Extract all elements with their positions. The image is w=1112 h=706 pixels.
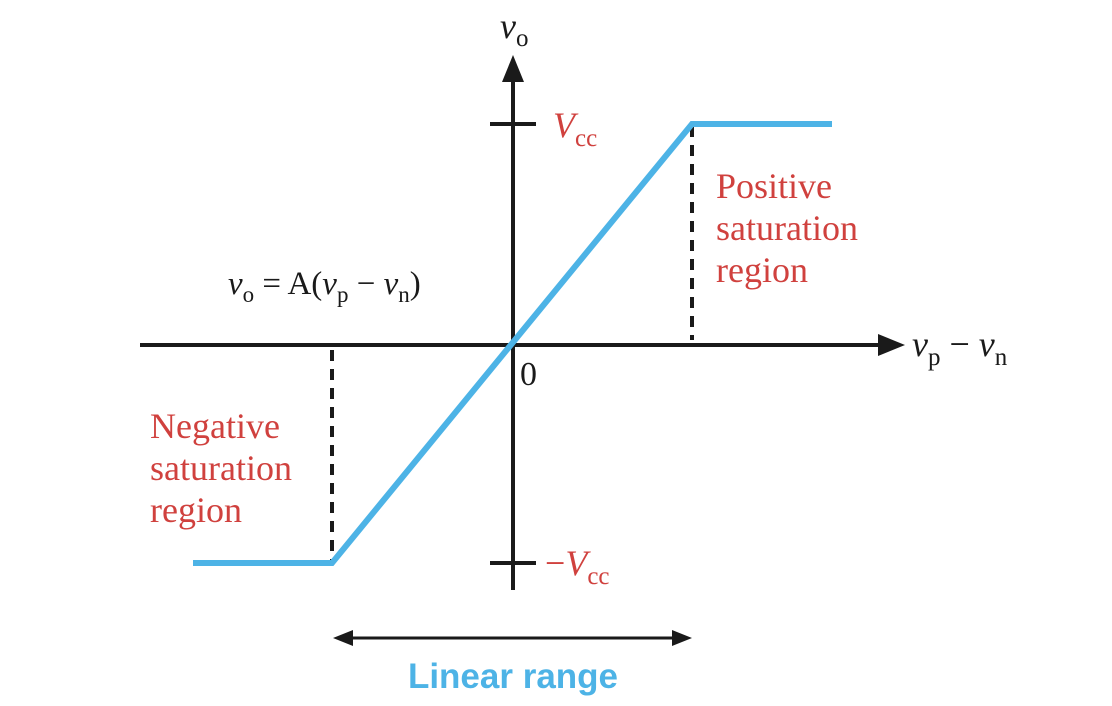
y-axis-label: vo [500,6,528,52]
origin-label: 0 [520,356,537,393]
transfer-curve [193,121,832,566]
positive-region-label: Positive saturation region [716,166,867,290]
linear-range-arrow-left-head [333,630,353,646]
pos-vcc-label: Vcc [553,105,597,152]
negative-region-label: Negative saturation region [150,406,301,530]
x-axis-arrowhead [878,334,905,356]
transfer-equation: vo = A(vp − vn) [228,266,421,307]
linear-range-arrow-right-head [672,630,692,646]
linear-range-label: Linear range [408,657,618,696]
y-axis-arrowhead [502,55,524,82]
neg-vcc-label: −Vcc [545,543,610,590]
x-axis-label: vp − vn [912,324,1008,371]
